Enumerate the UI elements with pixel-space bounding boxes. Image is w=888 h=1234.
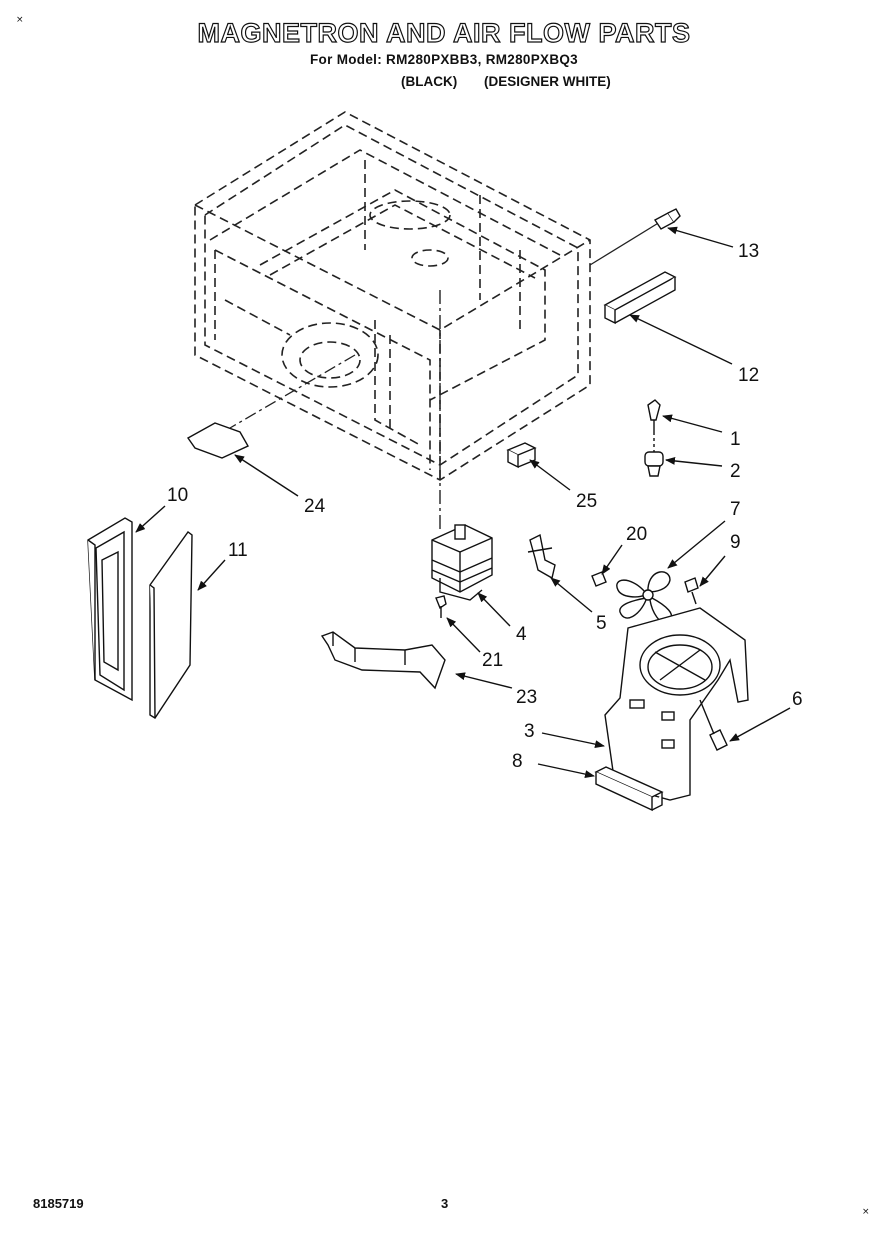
- callout-7: 7: [730, 499, 741, 520]
- callout-24: 24: [304, 496, 326, 517]
- screw-part-20: [591, 571, 607, 587]
- callout-21: 21: [482, 650, 503, 671]
- page-number: 3: [441, 1196, 449, 1211]
- frame-part-10: [87, 517, 133, 702]
- variant-white: (DESIGNER WHITE): [484, 74, 611, 89]
- callout-12: 12: [738, 365, 759, 386]
- bracket-part-5: [527, 533, 556, 580]
- variant-black: (BLACK): [401, 74, 458, 89]
- callout-4: 4: [516, 624, 527, 645]
- callout-3: 3: [524, 721, 535, 742]
- callout-13: 13: [738, 241, 759, 262]
- screw-part-21: [435, 595, 447, 618]
- callout-23: 23: [516, 687, 537, 708]
- magnetron-part-4: [431, 524, 493, 601]
- document-number: 8185719: [33, 1196, 84, 1211]
- callout-11: 11: [228, 540, 248, 561]
- cover-plate-part-24: [186, 422, 249, 459]
- duct-strap-part-23: [320, 631, 446, 690]
- plug-part-1: [647, 399, 661, 432]
- callout-25: 25: [576, 491, 597, 512]
- thermostat-part-6: [699, 699, 728, 751]
- corner-mark-top-left: ×: [16, 15, 24, 25]
- callout-10: 10: [167, 485, 188, 506]
- corner-mark-bottom-right: ×: [862, 1207, 870, 1217]
- fan-blade-part-7: [616, 571, 673, 624]
- callout-5: 5: [596, 613, 607, 634]
- stem-part-2: [644, 432, 664, 477]
- callout-6: 6: [792, 689, 803, 710]
- bar-part-12: [603, 271, 677, 325]
- callout-1: 1: [730, 429, 741, 450]
- panel-part-11: [149, 531, 193, 719]
- leader-lines: [135, 226, 791, 779]
- callout-20: 20: [626, 524, 647, 545]
- screw-part-13: [653, 208, 681, 230]
- callout-2: 2: [730, 461, 741, 482]
- screw-centerline: [589, 221, 661, 266]
- callout-8: 8: [512, 751, 523, 772]
- bar-part-8: [594, 766, 664, 812]
- block-part-25: [506, 442, 537, 469]
- page-title: MAGNETRON AND AIR FLOW PARTS: [197, 17, 691, 48]
- callout-9: 9: [730, 532, 741, 553]
- model-line: For Model: RM280PXBB3, RM280PXBQ3: [310, 52, 578, 67]
- screw-part-9: [684, 577, 699, 605]
- air-duct-part-3: [604, 607, 749, 801]
- cabinet-outline: [194, 111, 591, 481]
- cover-centerline: [229, 354, 356, 429]
